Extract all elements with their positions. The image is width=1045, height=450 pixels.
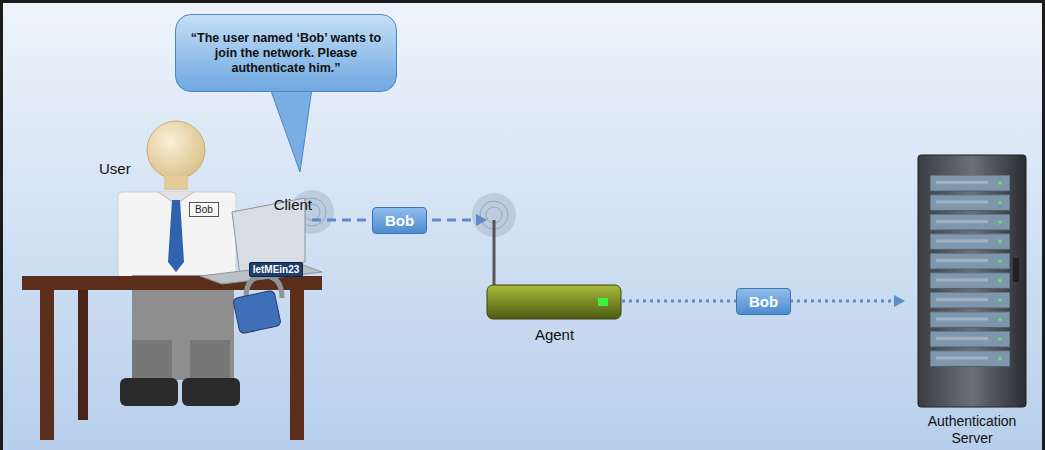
password-tag: letMEin23 <box>249 262 303 277</box>
user-label: User <box>99 160 131 177</box>
message-packet: Bob <box>372 207 427 234</box>
client-laptop: Client <box>226 196 312 258</box>
message-packet: Bob <box>736 288 791 315</box>
name-badge: Bob <box>189 202 219 217</box>
speech-bubble: “The user named ‘Bob’ wants to join the … <box>175 14 397 92</box>
node-label: Client <box>274 196 312 214</box>
node-label: Authentication Server <box>917 413 1027 447</box>
node-label: Agent <box>535 326 574 344</box>
authentication-server: Authentication Server <box>905 155 1039 447</box>
node-label: Bob <box>195 204 213 216</box>
node-label: “The user named ‘Bob’ wants to join the … <box>186 31 386 76</box>
node-label: letMEin23 <box>253 264 300 276</box>
agent-router: Agent <box>487 196 622 344</box>
